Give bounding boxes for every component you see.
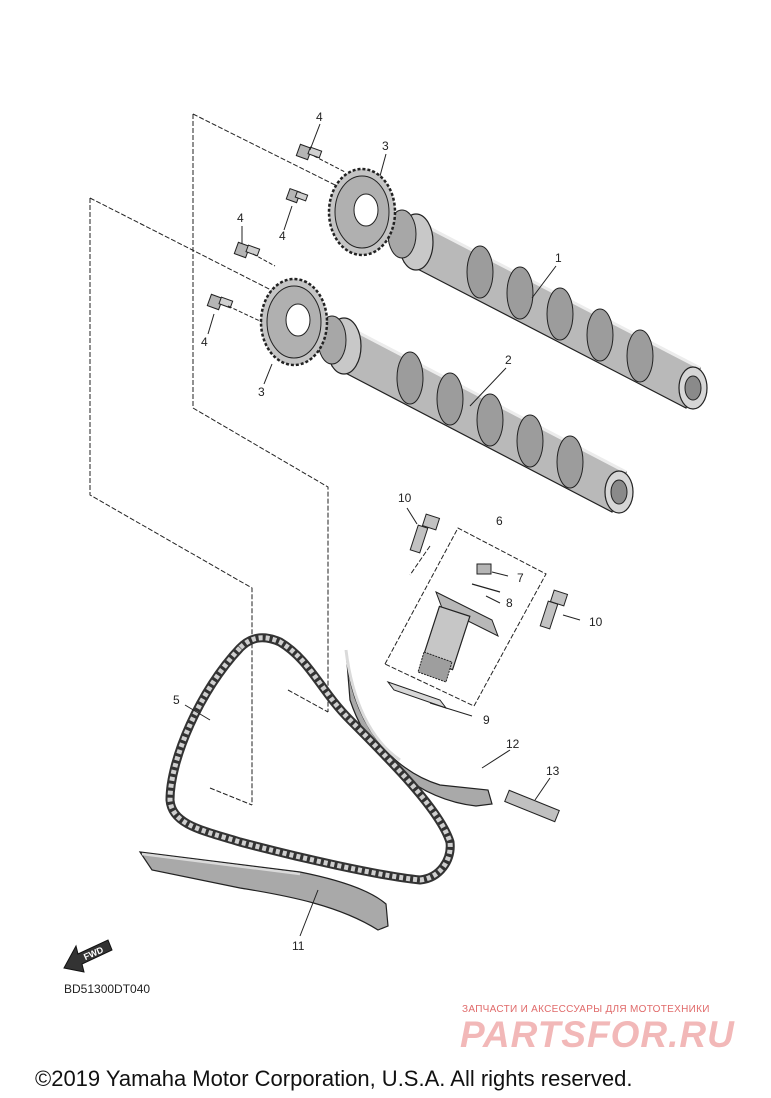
callout-5: 5 [173,693,180,707]
chain-guide-tensioner-side [344,649,493,807]
callouts: 4 3 4 4 4 3 1 2 5 10 6 7 8 10 9 12 13 11 [173,110,603,953]
callout-4-top: 4 [316,110,323,124]
bolt-2 [285,187,309,204]
camshaft-lower [317,315,634,514]
callout-9: 9 [483,713,490,727]
callout-1: 1 [555,251,562,265]
bolt-3 [233,241,261,259]
callout-4-bottom: 4 [201,335,208,349]
callout-11: 11 [292,939,305,953]
fwd-label: FWD [82,944,105,962]
callout-6: 6 [496,514,503,528]
sprocket-upper [327,167,397,257]
reference-lines [89,113,547,806]
pin [504,789,560,823]
callout-3-bottom: 3 [258,385,265,399]
callout-7: 7 [517,571,524,585]
bolts [206,143,346,323]
watermark-brand: PARTSFOR.RU [460,1014,735,1055]
chain-guide-lower [138,851,389,931]
callout-4-mid: 4 [279,229,286,243]
drawing-code: BD51300DT040 [64,982,151,996]
callout-2: 2 [505,353,512,367]
bolt-1 [295,143,323,161]
timing-chain [165,633,455,885]
camshaft-upper [387,209,708,410]
callout-10-top: 10 [398,491,412,505]
watermark-tagline: ЗАПЧАСТИ И АКСЕССУАРЫ ДЛЯ МОТОТЕХНИКИ [462,1004,710,1015]
bolt-4 [206,293,234,311]
leader-lines [184,123,581,937]
tensioner-assembly [386,563,501,710]
callout-13: 13 [546,764,560,778]
callout-10-right: 10 [589,615,603,629]
callout-3-top: 3 [382,139,389,153]
forward-arrow-icon: FWD [63,939,113,973]
copyright-text: ©2019 Yamaha Motor Corporation, U.S.A. A… [35,1066,633,1091]
callout-4-left: 4 [237,211,244,225]
callout-12: 12 [506,737,520,751]
tensioner-bolts [409,513,569,630]
sprocket-lower [259,277,329,367]
callout-8: 8 [506,596,513,610]
